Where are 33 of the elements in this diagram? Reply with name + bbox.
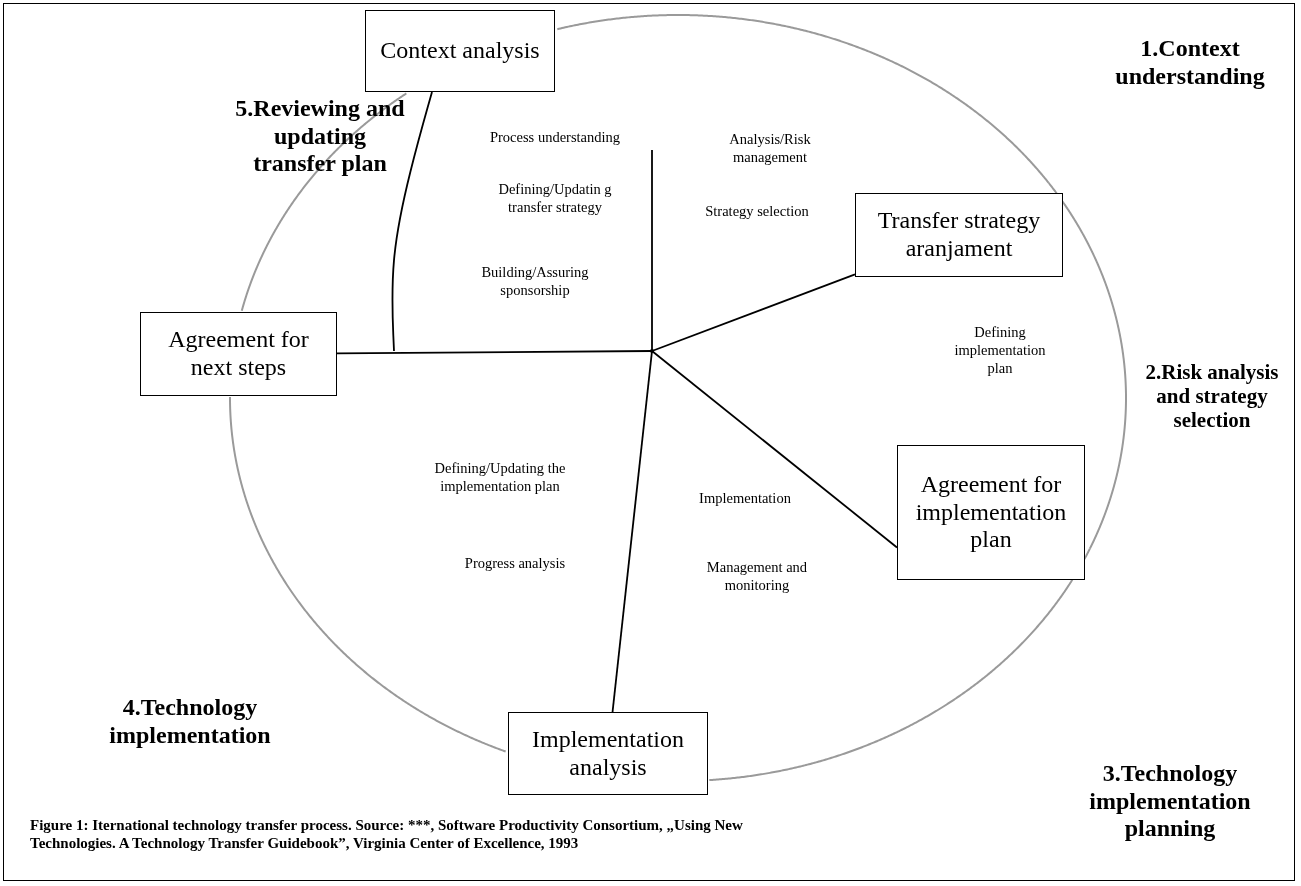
activity-label: Implementation <box>698 488 792 508</box>
connector-line <box>336 350 653 355</box>
activity-label: Building/Assuring sponsorship <box>480 262 590 300</box>
cycle-arc <box>229 396 507 753</box>
phase-label: 2.Risk analysis and strategy selection <box>1144 359 1280 433</box>
phase-label: 1.Context understanding <box>1114 35 1266 91</box>
cycle-arc <box>240 92 408 312</box>
activity-label: Process understanding <box>488 127 622 147</box>
activity-label: Analysis/Risk management <box>728 129 812 167</box>
connector-line <box>651 273 856 352</box>
activity-label: Management and monitoring <box>705 557 809 595</box>
activity-label: Strategy selection <box>704 201 810 221</box>
activity-label: Defining implementation plan <box>953 322 1047 378</box>
connector-line <box>611 350 653 713</box>
process-box: Transfer strategy aranjament <box>855 193 1063 277</box>
activity-label: Defining/Updating the implementation plan <box>433 458 567 496</box>
process-box: Agreement for implementation plan <box>897 445 1085 580</box>
phase-label: 5.Reviewing and updating transfer plan <box>234 94 406 178</box>
cycle-arc <box>556 14 1050 184</box>
connector-line <box>651 350 898 549</box>
connector-line <box>391 91 433 352</box>
cycle-arc <box>1047 181 1127 550</box>
activity-label: Defining/Updatin g transfer strategy <box>497 179 613 217</box>
process-box: Implementation analysis <box>508 712 708 795</box>
process-box: Context analysis <box>365 10 555 92</box>
activity-label: Progress analysis <box>463 553 567 573</box>
figure-caption: Figure 1: Iternational technology transfer process. Source: ***, Software Productivity Consortium, „Using New Technologies. A Technology Transfer Guidebook”, Virginia Center of Excellence, 1993 <box>30 816 744 852</box>
connector-line <box>651 149 653 352</box>
junction-point <box>650 349 654 353</box>
process-box: Agreement for next steps <box>140 312 337 396</box>
cycle-arc <box>708 547 1091 782</box>
phase-label: 4.Technology implementation <box>108 694 272 750</box>
phase-label: 3.Technology implementation planning <box>1088 759 1252 843</box>
